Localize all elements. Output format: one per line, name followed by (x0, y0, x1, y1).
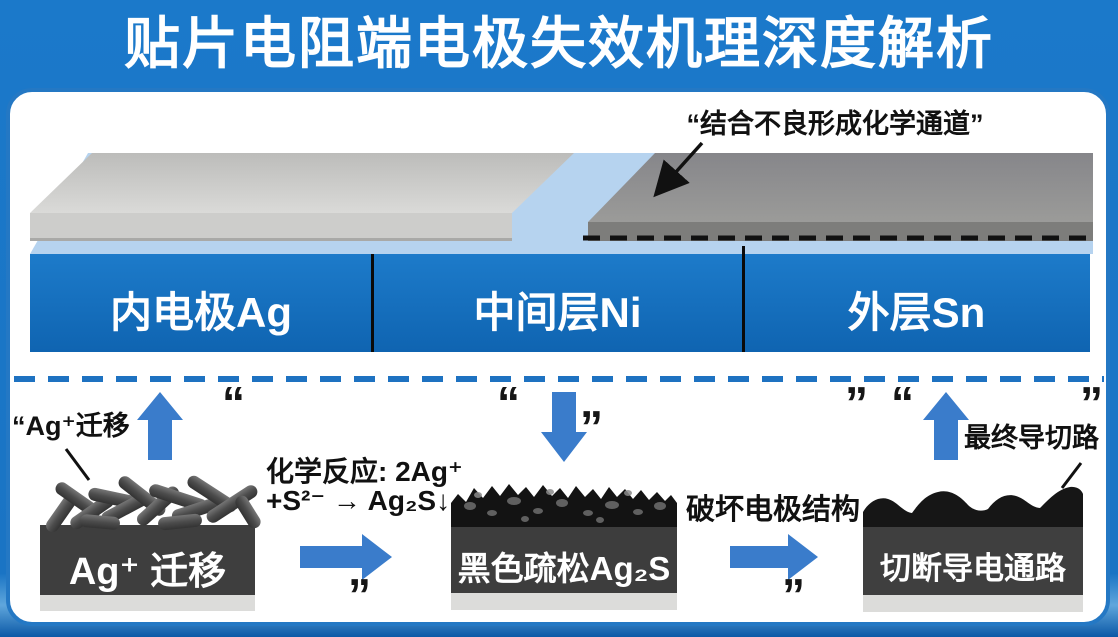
box-label-cut-path: 切断导电通路 (880, 551, 1066, 586)
box-base (863, 595, 1083, 612)
quote-close-icon: ” (782, 569, 805, 621)
quote-open-icon: “ (497, 377, 520, 429)
quote-close-icon: ” (1080, 377, 1103, 429)
ag2s-speckles (464, 489, 666, 523)
final-pointer-line (1060, 462, 1083, 489)
bar-divider (742, 246, 745, 352)
cut-path-box (863, 525, 1083, 595)
up-arrow-icon (923, 392, 969, 460)
ag2s-box (451, 527, 677, 593)
chemical-channel-annotation: “结合不良形成化学通道” (686, 109, 984, 139)
migration-pointer-line (64, 448, 91, 481)
quote-close-icon: ” (580, 401, 603, 453)
right-arrow-icon (730, 534, 818, 580)
box-label-ag-migration: Ag⁺ 迁移 (68, 551, 227, 593)
page-title: 贴片电阻端电极失效机理深度解析 (124, 12, 994, 75)
sn-slab-top (588, 153, 1093, 222)
reaction-line-2: +S²⁻ → Ag₂S↓ (266, 485, 451, 516)
ag-slab-edge (30, 238, 512, 241)
electrode-label-bar (30, 254, 1090, 352)
right-arrow-icon (300, 534, 392, 580)
broken-waves-illustration (863, 486, 1083, 527)
quote-close-icon: ” (348, 569, 371, 621)
quote-open-icon: “ (222, 377, 245, 429)
reaction-line-1: 化学反应: 2Ag⁺ (266, 456, 463, 487)
quote-close-icon: ” (845, 377, 868, 429)
ag-slab-top (30, 153, 574, 213)
up-arrow-icon (137, 392, 183, 460)
layer-label-ni: 中间层Ni (473, 289, 642, 336)
silver-rods-illustration (46, 475, 261, 533)
annotation-arrow-icon (653, 141, 704, 198)
quote-open-icon: “ (891, 377, 914, 429)
box-base (451, 593, 677, 610)
layer-label-sn: 外层Sn (847, 289, 986, 336)
ag-migration-box (40, 525, 255, 595)
bar-divider (371, 254, 374, 352)
final-break-note: 最终导切路 (964, 423, 1099, 453)
ag-slab-front (30, 213, 512, 241)
box-label-ag2s: 黑色疏松Ag₂S (457, 550, 671, 587)
destroy-structure-note: 破坏电极结构 (686, 494, 861, 526)
ag-migration-note: “Ag⁺迁移 (12, 411, 130, 441)
down-arrow-icon (541, 392, 587, 462)
layer-label-ag: 内电极Ag (110, 289, 292, 336)
flow-arrows (137, 392, 969, 580)
box-base (40, 595, 255, 611)
